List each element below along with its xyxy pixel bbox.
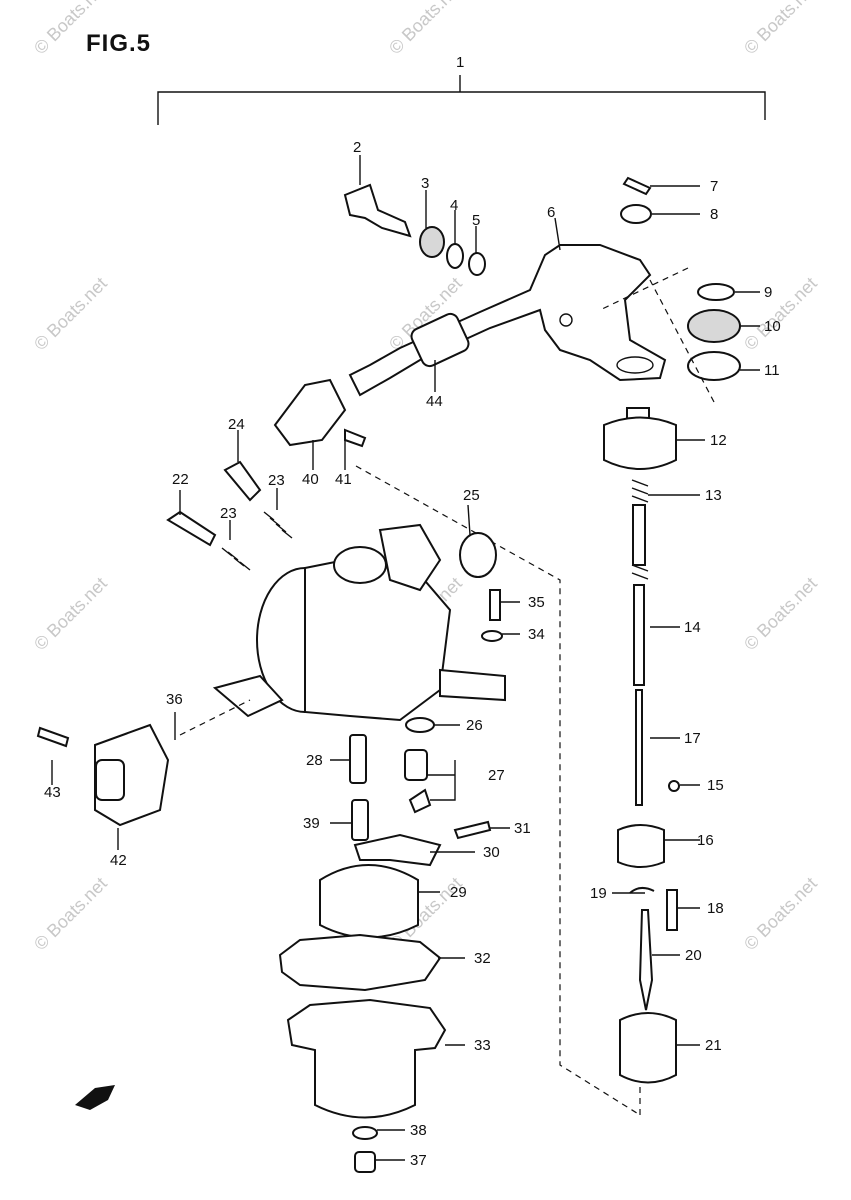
callout-3: 3: [421, 175, 430, 192]
callout-33: 33: [474, 1037, 491, 1054]
callout-8: 8: [710, 206, 719, 223]
callout-16: 16: [697, 832, 714, 849]
callout-leaders: [51, 155, 760, 1161]
callout-27: 27: [488, 767, 505, 784]
callout-32: 32: [474, 950, 491, 967]
callout-29: 29: [450, 884, 467, 901]
callout-30: 30: [483, 844, 500, 861]
callout-43: 43: [44, 784, 61, 801]
callout-42: 42: [110, 852, 127, 869]
figure-title: FIG.5: [86, 30, 152, 57]
callout-13: 13: [705, 487, 722, 504]
callout-18: 18: [707, 900, 724, 917]
float-arm-group: [353, 820, 492, 867]
callout-24: 24: [228, 416, 245, 433]
callout-39: 39: [303, 815, 320, 832]
throttle-valve-shaft: [603, 407, 677, 806]
carburetor-body: [212, 523, 506, 722]
intake-plate-group: [36, 699, 251, 827]
adjusting-screws: [166, 460, 293, 571]
callout-26: 26: [466, 717, 483, 734]
callout-34: 34: [528, 626, 545, 643]
top-right-hardware: [599, 176, 741, 403]
fwd-arrow-icon: [75, 1085, 115, 1110]
jets-group: [349, 717, 435, 841]
callout-28: 28: [306, 752, 323, 769]
valve-assembly: [617, 780, 680, 1084]
throttle-arm-group: [348, 244, 667, 397]
callout-25: 25: [463, 487, 480, 504]
callout-2: 2: [353, 139, 362, 156]
callout-4: 4: [450, 197, 459, 214]
callout-22: 22: [172, 471, 189, 488]
callout-14: 14: [684, 619, 701, 636]
callout-37: 37: [410, 1152, 427, 1169]
callout-11: 11: [764, 362, 780, 379]
callout-9: 9: [764, 284, 773, 301]
callout-19: 19: [590, 885, 607, 902]
callout-5: 5: [472, 212, 481, 229]
callout-17: 17: [684, 730, 701, 747]
lever-cover: [273, 378, 367, 448]
callout-31: 31: [514, 820, 531, 837]
callout-41: 41: [335, 471, 352, 488]
callout-10: 10: [764, 318, 781, 335]
float-bowl-group: [278, 864, 447, 1173]
callout-36: 36: [166, 691, 183, 708]
callout-23: 23: [220, 505, 237, 522]
assembly-bracket: [157, 75, 766, 125]
callout-40: 40: [302, 471, 319, 488]
assembly-guide-lines: [355, 465, 641, 1116]
callout-38: 38: [410, 1122, 427, 1139]
callout-6: 6: [547, 204, 556, 221]
callout-44: 44: [426, 393, 443, 410]
callout-12: 12: [710, 432, 727, 449]
callout-7: 7: [710, 178, 719, 195]
pivot-screw-group: [343, 183, 486, 276]
callout-20: 20: [685, 947, 702, 964]
callout-23: 23: [268, 472, 285, 489]
callout-15: 15: [707, 777, 724, 794]
callout-1: 1: [456, 54, 465, 71]
callout-21: 21: [705, 1037, 722, 1054]
callout-35: 35: [528, 594, 545, 611]
